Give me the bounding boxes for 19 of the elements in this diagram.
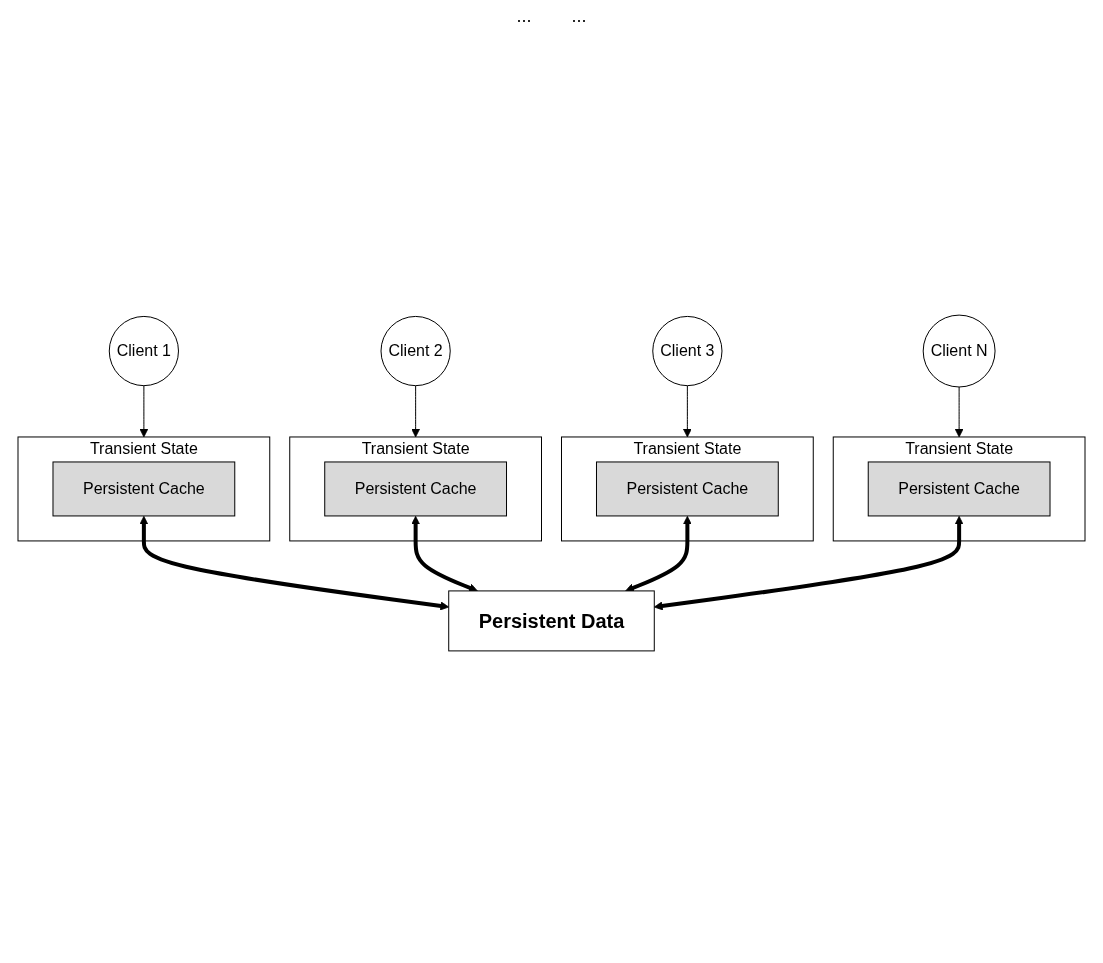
arrow [411, 515, 478, 592]
node-box: Persistent Cache [867, 461, 1051, 517]
arrow [411, 385, 420, 438]
node-box: Persistent Cache [324, 461, 507, 517]
node-circle: Client 2 [380, 315, 451, 387]
ellipsis-label: ... [516, 6, 532, 27]
arrow [625, 515, 692, 592]
node-box: Persistent Cache [52, 461, 236, 517]
arrow [954, 386, 964, 438]
node-box: Persistent Cache [596, 461, 779, 517]
arrow [683, 385, 692, 438]
ellipsis-label: ... [571, 6, 587, 27]
node-circle: Client N [922, 314, 996, 388]
arrow [653, 515, 964, 611]
node-circle: Client 3 [652, 315, 723, 387]
node-box: Persistent Data [448, 590, 655, 652]
node-circle: Client 1 [108, 315, 179, 387]
arrow [139, 385, 149, 438]
arrow [139, 515, 450, 611]
